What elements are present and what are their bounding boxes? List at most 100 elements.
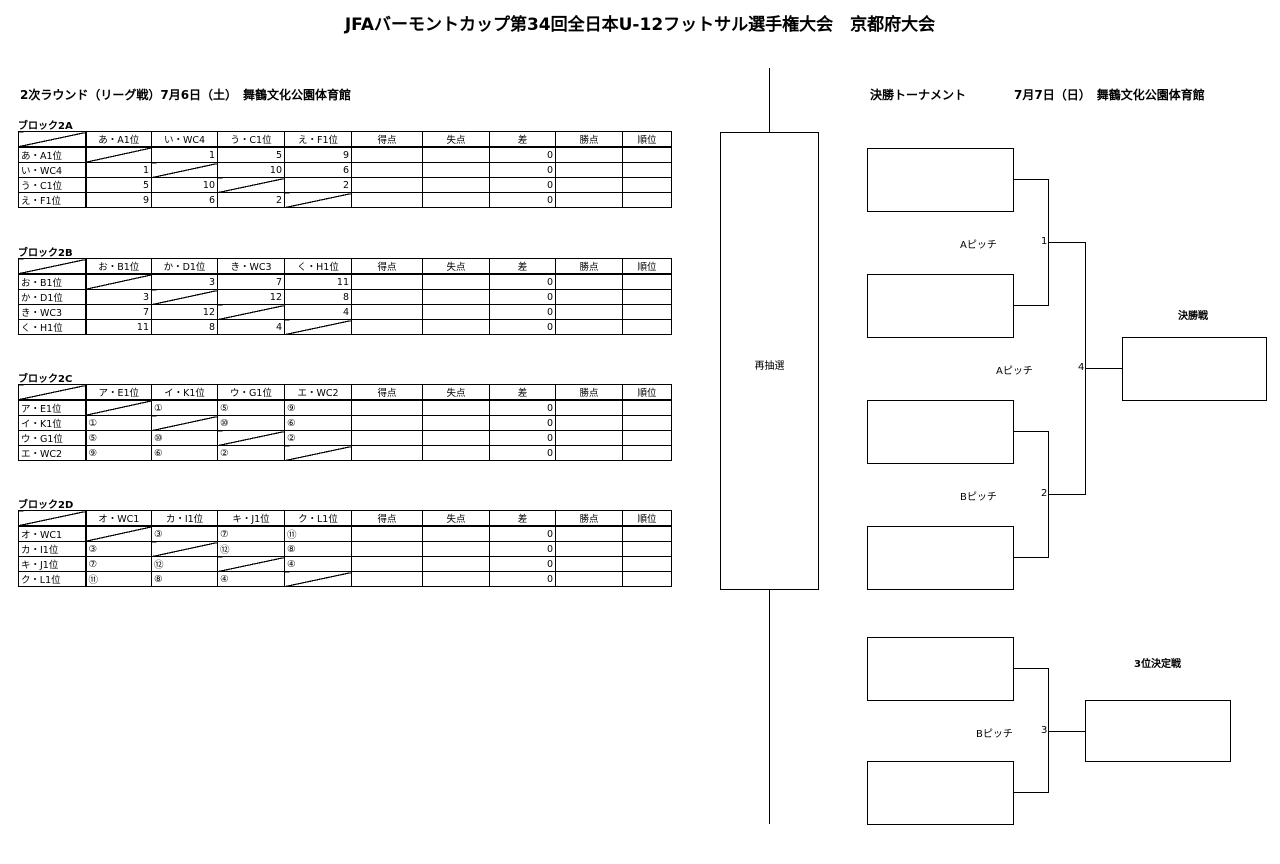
column-header-stat: 勝点 (555, 131, 623, 148)
stat-cell (422, 192, 490, 208)
corner-cell (18, 384, 87, 401)
stat-cell (555, 430, 623, 446)
match-cell: ⑪ (85, 571, 152, 587)
stat-cell (555, 571, 623, 587)
stat-cell (351, 304, 423, 320)
column-header-team: き・WC3 (217, 258, 285, 275)
match-cell: ② (284, 430, 352, 446)
stat-cell (422, 289, 490, 305)
diagonal-cell (217, 304, 285, 320)
match-number-2: 2 (1041, 488, 1048, 499)
match-cell: 1 (85, 162, 152, 178)
match-cell: 7 (85, 304, 152, 320)
column-header-stat: 得点 (351, 510, 423, 527)
diagonal-cell (217, 556, 285, 572)
row-header-team: ク・L1位 (18, 571, 87, 587)
column-header-team: ウ・G1位 (217, 384, 285, 401)
stat-cell (622, 541, 672, 557)
match-cell: ③ (85, 541, 152, 557)
stat-cell (422, 445, 490, 461)
stat-cell (351, 146, 423, 163)
match-cell: 4 (284, 304, 352, 320)
bracket-slot-1 (867, 148, 1014, 212)
third-slot-2 (867, 761, 1014, 825)
diagonal-cell (284, 319, 352, 335)
stat-cell (422, 177, 490, 193)
column-header-team: エ・WC2 (284, 384, 352, 401)
column-header-stat: 得点 (351, 258, 423, 275)
stat-cell (555, 273, 623, 290)
stat-cell (422, 304, 490, 320)
goal-diff-cell: 0 (489, 556, 556, 572)
stat-cell (555, 415, 623, 431)
stat-cell (555, 319, 623, 335)
diagonal-cell (85, 399, 152, 416)
diagonal-cell (85, 525, 152, 542)
bracket-line (1014, 179, 1049, 180)
match-cell: ⑫ (217, 541, 285, 557)
stat-cell (555, 162, 623, 178)
match-cell: 9 (284, 146, 352, 163)
stat-cell (351, 162, 423, 178)
column-header-team: カ・I1位 (151, 510, 218, 527)
match-cell: ⑫ (151, 556, 218, 572)
final-winner-box (1122, 337, 1267, 401)
goal-diff-cell: 0 (489, 399, 556, 416)
row-header-team: き・WC3 (18, 304, 87, 320)
stat-cell (351, 525, 423, 542)
block-label: ブロック2C (18, 374, 73, 385)
column-header-team: ア・E1位 (85, 384, 152, 401)
stat-cell (422, 273, 490, 290)
stat-cell (622, 177, 672, 193)
stat-cell (555, 525, 623, 542)
match-cell: ④ (284, 556, 352, 572)
goal-diff-cell: 0 (489, 571, 556, 587)
row-header-team: う・C1位 (18, 177, 87, 193)
match-cell: ⑥ (151, 445, 218, 461)
bracket-slot-2 (867, 274, 1014, 338)
goal-diff-cell: 0 (489, 415, 556, 431)
stat-cell (422, 556, 490, 572)
match-cell: 10 (217, 162, 285, 178)
bracket-line (1048, 494, 1085, 495)
bracket-line (1048, 242, 1085, 243)
column-header-stat: 失点 (422, 510, 490, 527)
goal-diff-cell: 0 (489, 319, 556, 335)
column-header-stat: 勝点 (555, 384, 623, 401)
league-header: 2次ラウンド（リーグ戦）7月6日（土） 舞鶴文化公園体育館 (20, 88, 352, 102)
diagonal-cell (151, 541, 218, 557)
stat-cell (422, 541, 490, 557)
bracket-line (1014, 431, 1049, 432)
match-cell: ⑧ (151, 571, 218, 587)
match-cell: 11 (85, 319, 152, 335)
stat-cell (555, 146, 623, 163)
redraw-label: 再抽選 (754, 361, 785, 372)
block-label: ブロック2B (18, 248, 73, 259)
row-header-team: え・F1位 (18, 192, 87, 208)
match-cell: ⑤ (85, 430, 152, 446)
stat-cell (555, 192, 623, 208)
stat-cell (622, 571, 672, 587)
diagonal-cell (284, 571, 352, 587)
bracket-line (1048, 668, 1049, 793)
match-cell: ⑦ (217, 525, 285, 542)
stat-cell (351, 399, 423, 416)
match-cell: ⑥ (284, 415, 352, 431)
match-cell: 4 (217, 319, 285, 335)
match-cell: ⑪ (284, 525, 352, 542)
match-cell: ⑦ (85, 556, 152, 572)
column-header-stat: 失点 (422, 384, 490, 401)
match-cell: ⑨ (284, 399, 352, 416)
pitch-label-3: Bピッチ (976, 729, 1013, 740)
column-header-stat: 失点 (422, 258, 490, 275)
diagonal-cell (284, 445, 352, 461)
column-header-stat: 差 (489, 384, 556, 401)
third-slot-1 (867, 637, 1014, 701)
